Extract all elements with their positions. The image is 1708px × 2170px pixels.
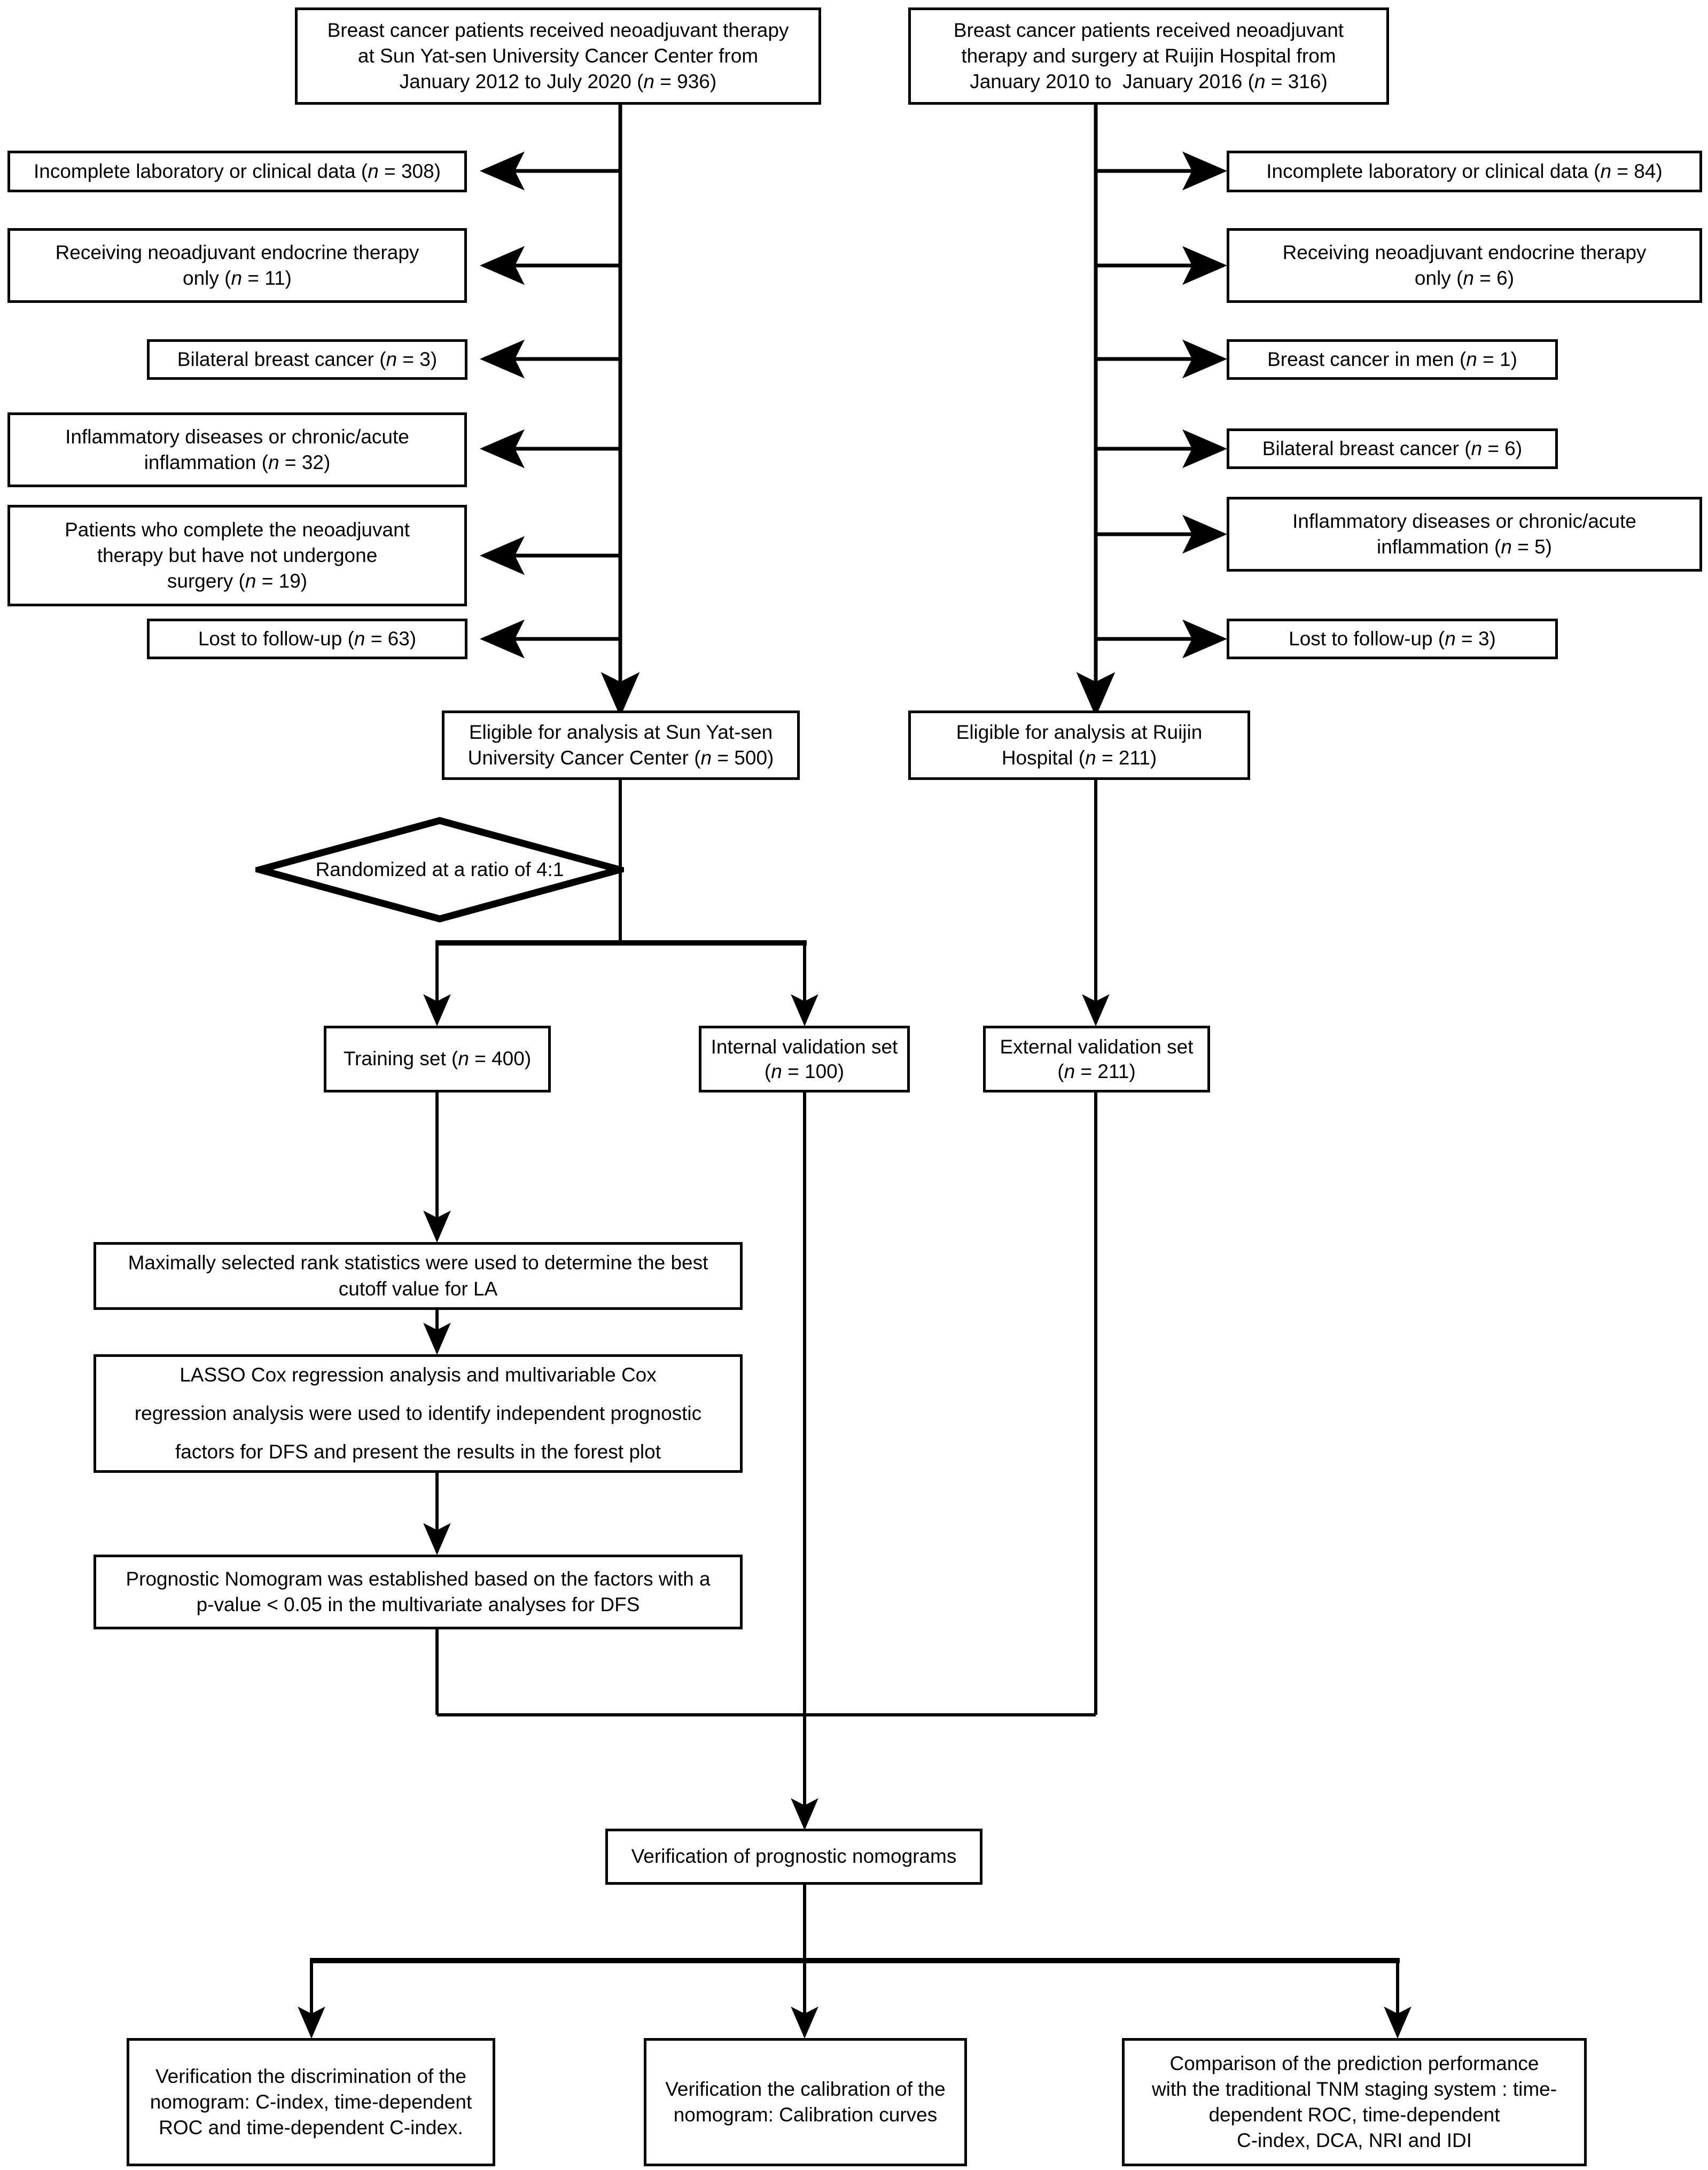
exclusion-right-bilateral: Bilateral breast cancer (n = 6)	[1227, 428, 1558, 469]
source-box-right: Breast cancer patients received neoadjuv…	[908, 7, 1389, 105]
output-box-discrimination: Verification the discrimination of the n…	[127, 2038, 495, 2166]
source-left-label: Breast cancer patients received neoadjuv…	[327, 19, 789, 93]
exclusion-left-endocrine-only: Receiving neoadjuvant endocrine therapy …	[7, 228, 467, 303]
exclusion-left-incomplete-data: Incomplete laboratory or clinical data (…	[7, 151, 467, 192]
exclusion-right-endocrine-only: Receiving neoadjuvant endocrine therapy …	[1227, 228, 1702, 303]
exclusion-right-male-breast-cancer: Breast cancer in men (n = 1)	[1227, 339, 1558, 380]
verification-label: Verification of prognostic nomograms	[631, 1845, 957, 1868]
exclusion-left-bilateral: Bilateral breast cancer (n = 3)	[147, 339, 467, 380]
diamond-shape	[246, 817, 633, 923]
source-right-label: Breast cancer patients received neoadjuv…	[953, 19, 1344, 93]
exclusion-right-inflammatory: Inflammatory diseases or chronic/acute i…	[1227, 497, 1702, 572]
randomization-diamond: Randomized at a ratio of 4:1	[246, 816, 633, 923]
analysis-step-cutoff: Maximally selected rank statistics were …	[93, 1242, 743, 1310]
source-right-n-line: January 2010 to January 2016 (n = 316)	[970, 71, 1328, 93]
source-box-left: Breast cancer patients received neoadjuv…	[295, 7, 821, 105]
exclusion-left-lost-followup: Lost to follow-up (n = 63)	[147, 619, 467, 659]
analysis-step-lasso-cox: LASSO Cox regression analysis and multiv…	[93, 1354, 743, 1473]
exclusion-right-lost-followup: Lost to follow-up (n = 3)	[1227, 619, 1558, 659]
source-left-n-line: January 2012 to July 2020 (n = 936)	[399, 71, 717, 93]
output-box-comparison: Comparison of the prediction performance…	[1122, 2038, 1587, 2166]
verification-box: Verification of prognostic nomograms	[605, 1829, 982, 1885]
eligible-box-right: Eligible for analysis at Ruijin Hospital…	[908, 711, 1250, 780]
exclusion-left-inflammatory: Inflammatory diseases or chronic/acute i…	[7, 412, 467, 487]
analysis-step-nomogram: Prognostic Nomogram was established base…	[93, 1555, 743, 1629]
eligible-box-left: Eligible for analysis at Sun Yat-sen Uni…	[442, 711, 800, 780]
randomization-label: Randomized at a ratio of 4:1	[315, 858, 564, 880]
dataset-box-training: Training set (n = 400)	[324, 1026, 551, 1092]
exclusion-left-no-surgery: Patients who complete the neoadjuvant th…	[7, 505, 467, 606]
dataset-box-internal-validation: Internal validation set (n = 100)	[699, 1026, 910, 1092]
exclusion-right-incomplete-data: Incomplete laboratory or clinical data (…	[1227, 151, 1702, 192]
dataset-box-external-validation: External validation set (n = 211)	[983, 1026, 1210, 1092]
output-box-calibration: Verification the calibration of the nomo…	[644, 2038, 967, 2166]
